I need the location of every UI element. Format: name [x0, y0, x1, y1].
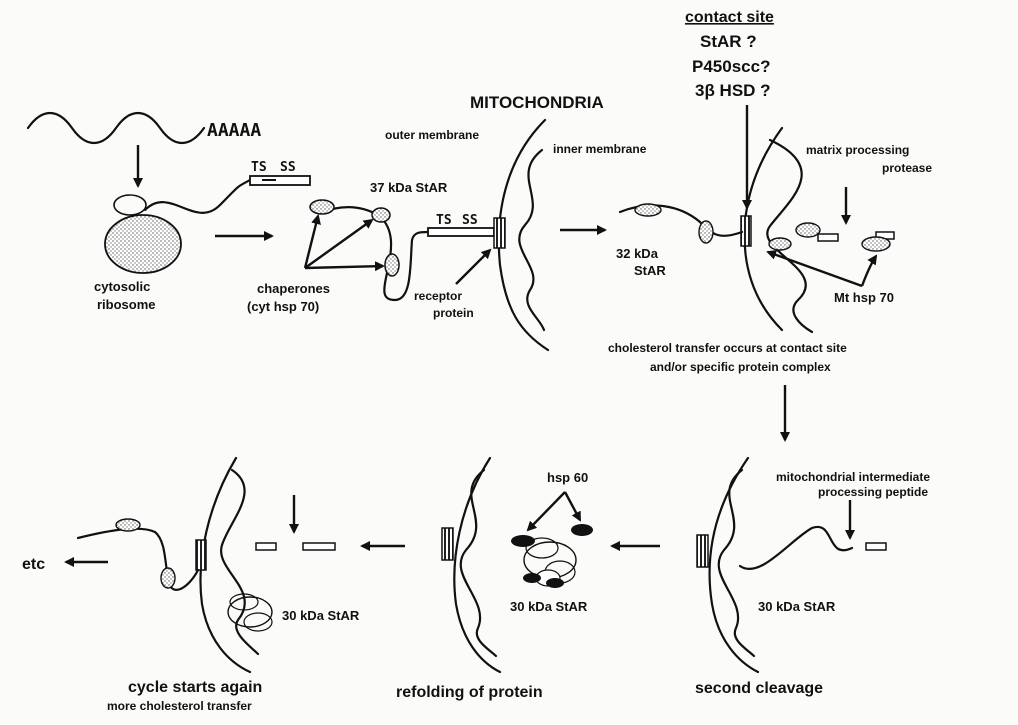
cytosolic-ribosome	[105, 215, 181, 273]
signal-sequence-2	[428, 228, 494, 236]
star32-label-2: StAR	[634, 263, 666, 278]
intermediate-label-2: processing peptide	[818, 485, 928, 499]
mt-hsp-pointer-1	[862, 256, 876, 286]
chaperone-3	[385, 254, 399, 276]
inner-membrane-1	[519, 150, 544, 330]
mt-hsp-pointer-2	[768, 252, 862, 286]
caption-refolding: refolding of protein	[396, 684, 543, 701]
chaperones-label-1: chaperones	[257, 281, 330, 296]
nascent-chain	[145, 180, 250, 213]
cleaved-signal-5a	[256, 543, 276, 550]
mt-hsp-2	[769, 238, 791, 250]
star32-bound-chaperone-1	[635, 204, 661, 216]
ribosome-label-2: ribosome	[97, 297, 156, 312]
ribosome-small-subunit	[114, 195, 146, 215]
inner-membrane-3	[719, 470, 754, 656]
intermediate-peptide	[866, 543, 886, 550]
transfer-label-2: and/or specific protein complex	[650, 360, 831, 374]
next-star-chaperone-1	[116, 519, 140, 531]
receptor-label-1: receptor	[414, 289, 462, 303]
chaperone-pointer-3	[305, 266, 383, 268]
contact-site-complex	[741, 216, 751, 246]
hsp60-unit-1	[511, 535, 535, 547]
contact-site-item-2: P450scc?	[692, 57, 770, 76]
intermediate-label-1: mitochondrial intermediate	[776, 470, 930, 484]
star30-chain-3	[740, 527, 852, 569]
ss-label-2: SS	[462, 213, 478, 228]
signal-sequence-1	[250, 176, 310, 185]
hsp60-label: hsp 60	[547, 470, 588, 485]
caption-cycle: cycle starts again	[128, 679, 262, 696]
receptor-protein-3	[697, 535, 708, 567]
star32-bound-chaperone-2	[699, 221, 713, 243]
star32-label-1: 32 kDa	[616, 246, 659, 261]
star30-label-1: 30 kDa StAR	[282, 608, 360, 623]
receptor-protein-4	[442, 528, 453, 560]
receptor-pointer	[456, 250, 490, 284]
outer-membrane-label: outer membrane	[385, 128, 479, 142]
mitochondria-title: MITOCHONDRIA	[470, 93, 604, 112]
star30-label-2: 30 kDa StAR	[510, 599, 588, 614]
receptor-protein-1	[494, 218, 505, 248]
mrna-polya-label: AAAAA	[207, 120, 261, 141]
ts-label-1: TS	[251, 160, 267, 175]
matrix-protease-label-1: matrix processing	[806, 143, 909, 157]
star37-label: 37 kDa StAR	[370, 180, 448, 195]
star30-label-3: 30 kDa StAR	[758, 599, 836, 614]
inner-membrane-4	[461, 470, 496, 656]
inner-membrane-label: inner membrane	[553, 142, 647, 156]
caption-second-cleavage: second cleavage	[695, 680, 823, 697]
outer-membrane-3	[710, 458, 758, 672]
chaperone-2	[372, 208, 390, 222]
contact-site-item-3: 3β HSD ?	[695, 81, 771, 100]
matrix-protease-label-2: protease	[882, 161, 932, 175]
next-star-chaperone-2	[161, 568, 175, 588]
hsp60-unit-3	[523, 573, 541, 583]
next-star-chain	[78, 529, 198, 590]
cleaved-signal-5b	[303, 543, 335, 550]
contact-site-complex-5	[196, 540, 206, 570]
etc-label: etc	[22, 556, 45, 573]
contact-site-item-1: StAR ?	[700, 32, 757, 51]
mt-hsp-1	[796, 223, 820, 237]
caption-cholesterol: more cholesterol transfer	[107, 699, 252, 713]
folded-star-5	[228, 594, 272, 631]
transfer-label-1: cholesterol transfer occurs at contact s…	[608, 341, 847, 355]
hsp60-pointer-1	[528, 492, 565, 530]
ts-label-2: TS	[436, 213, 452, 228]
matrix-protease	[862, 237, 890, 251]
ss-label-1: SS	[280, 160, 296, 175]
hsp60-pointer-2	[565, 492, 580, 520]
ribosome-label-1: cytosolic	[94, 279, 150, 294]
receptor-label-2: protein	[433, 306, 474, 320]
mrna-strand	[28, 113, 204, 143]
outer-membrane-1	[499, 120, 548, 350]
mt-hsp-label: Mt hsp 70	[834, 290, 894, 305]
chaperone-1	[310, 200, 334, 214]
hsp60-unit-4	[546, 578, 564, 588]
cleaved-signal-1	[818, 234, 838, 241]
star37-chain	[320, 207, 428, 300]
hsp60-unit-2	[571, 524, 593, 536]
contact-site-title: contact site	[685, 9, 774, 26]
chaperones-label-2: (cyt hsp 70)	[247, 299, 319, 314]
